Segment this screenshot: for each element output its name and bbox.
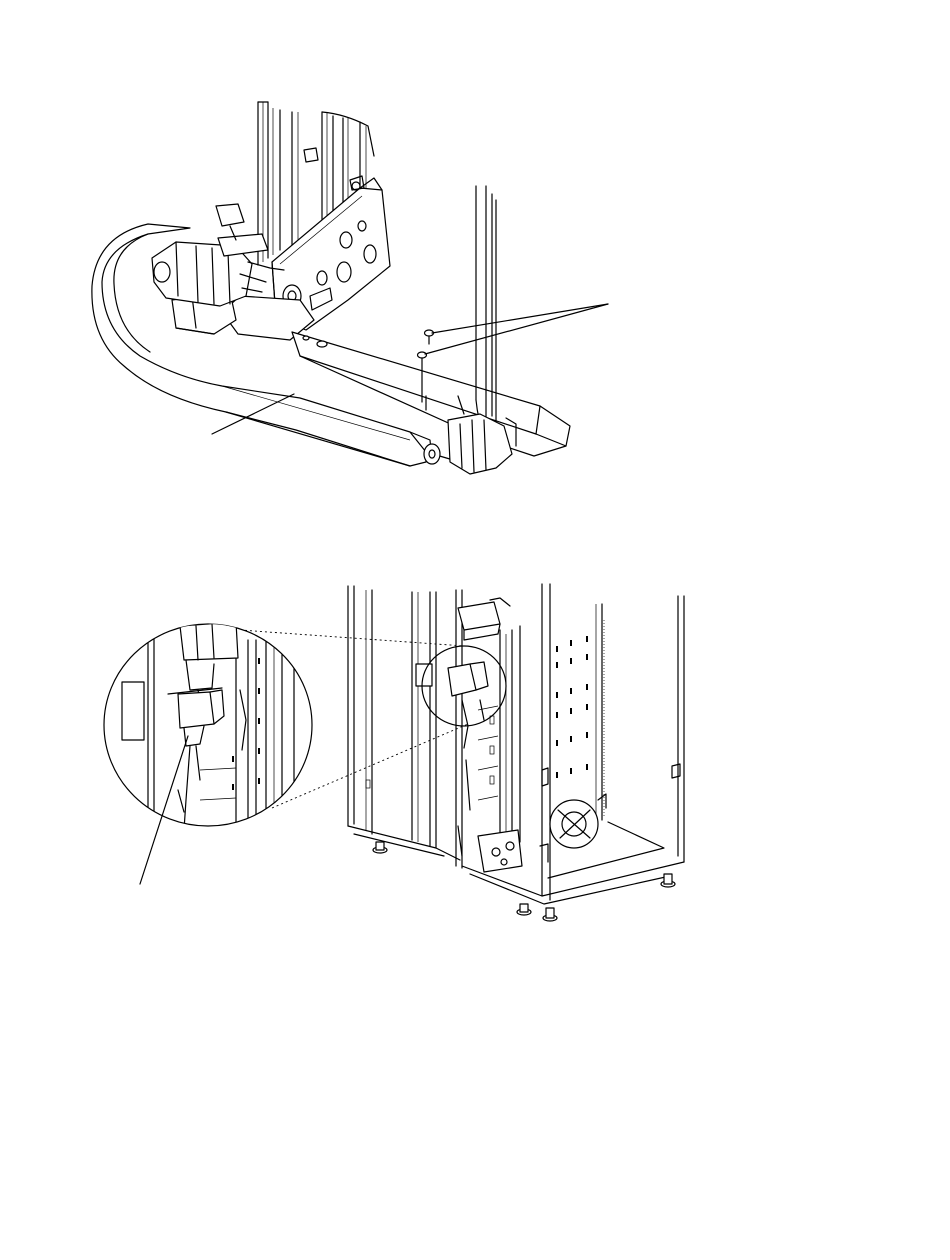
plate-hole [358, 221, 366, 231]
leveling-feet [373, 842, 675, 921]
plate-hole [364, 245, 376, 263]
foot [517, 904, 531, 915]
plate-hole [317, 271, 327, 285]
screw-upper [425, 330, 434, 344]
plate-hole [337, 262, 351, 282]
cabinet-left-side [348, 586, 460, 860]
foot [373, 842, 387, 853]
foot [661, 874, 675, 887]
cartridge-slots [556, 636, 588, 778]
right-rails-and-end-bracket [424, 186, 516, 474]
plate-hole [340, 232, 352, 248]
library-frame-panel [104, 584, 684, 921]
detail-magnifier [104, 620, 312, 830]
rotary-unit [550, 794, 606, 848]
leader-line-screw-lower [425, 304, 608, 354]
center-column [448, 590, 522, 872]
cable-carrier-panel [92, 102, 608, 474]
foot [543, 908, 557, 921]
